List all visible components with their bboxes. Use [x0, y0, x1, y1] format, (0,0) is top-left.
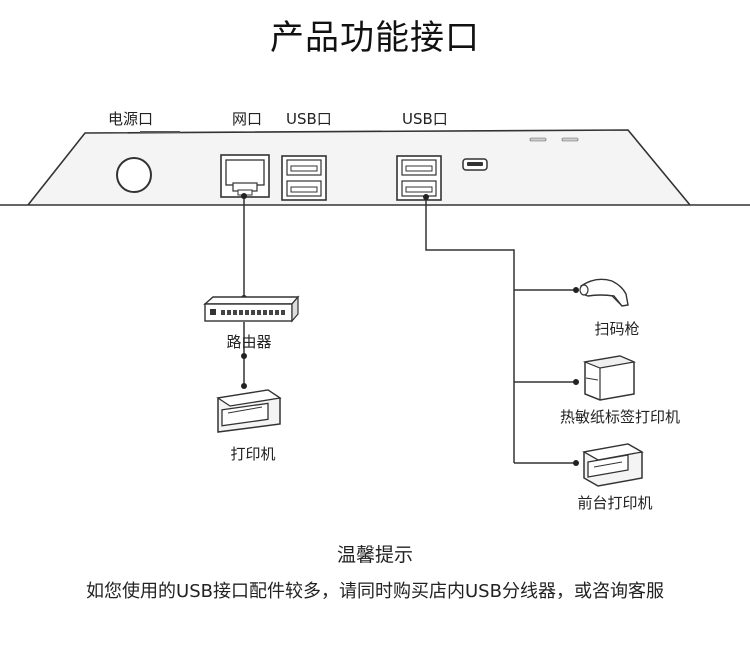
power-port-label: 电源口 — [108, 110, 154, 128]
connection-dots — [241, 193, 579, 466]
power-port-icon — [116, 157, 152, 193]
tip-title: 温馨提示 — [336, 544, 413, 566]
router-label: 路由器 — [226, 333, 272, 351]
router-icon — [203, 295, 300, 323]
page-title: 产品功能接口 — [270, 18, 480, 58]
usb-port-right-label: USB口 — [402, 110, 448, 128]
connection-lines — [243, 196, 576, 464]
device-panel — [0, 129, 750, 206]
printer-label: 打印机 — [230, 445, 276, 463]
barcode-scanner-icon — [579, 278, 629, 307]
label-printer-icon — [582, 355, 637, 401]
network-port-label: 网口 — [232, 110, 263, 128]
usb-port-right-icon — [396, 155, 442, 201]
micro-usb-port-icon — [462, 158, 488, 171]
ethernet-port-icon — [220, 154, 270, 198]
led-indicator — [529, 137, 547, 142]
label-printer-label: 热敏纸标签打印机 — [559, 408, 680, 426]
scanner-label: 扫码枪 — [594, 320, 640, 338]
front-printer-label: 前台打印机 — [577, 494, 653, 512]
led-indicator — [561, 137, 579, 142]
printer-icon — [216, 389, 282, 433]
front-printer-icon — [582, 443, 644, 487]
usb-port-left-icon — [281, 155, 327, 201]
usb-port-left-label: USB口 — [286, 110, 332, 128]
tip-body: 如您使用的USB接口配件较多，请同时购买店内USB分线器，或咨询客服 — [86, 581, 664, 602]
